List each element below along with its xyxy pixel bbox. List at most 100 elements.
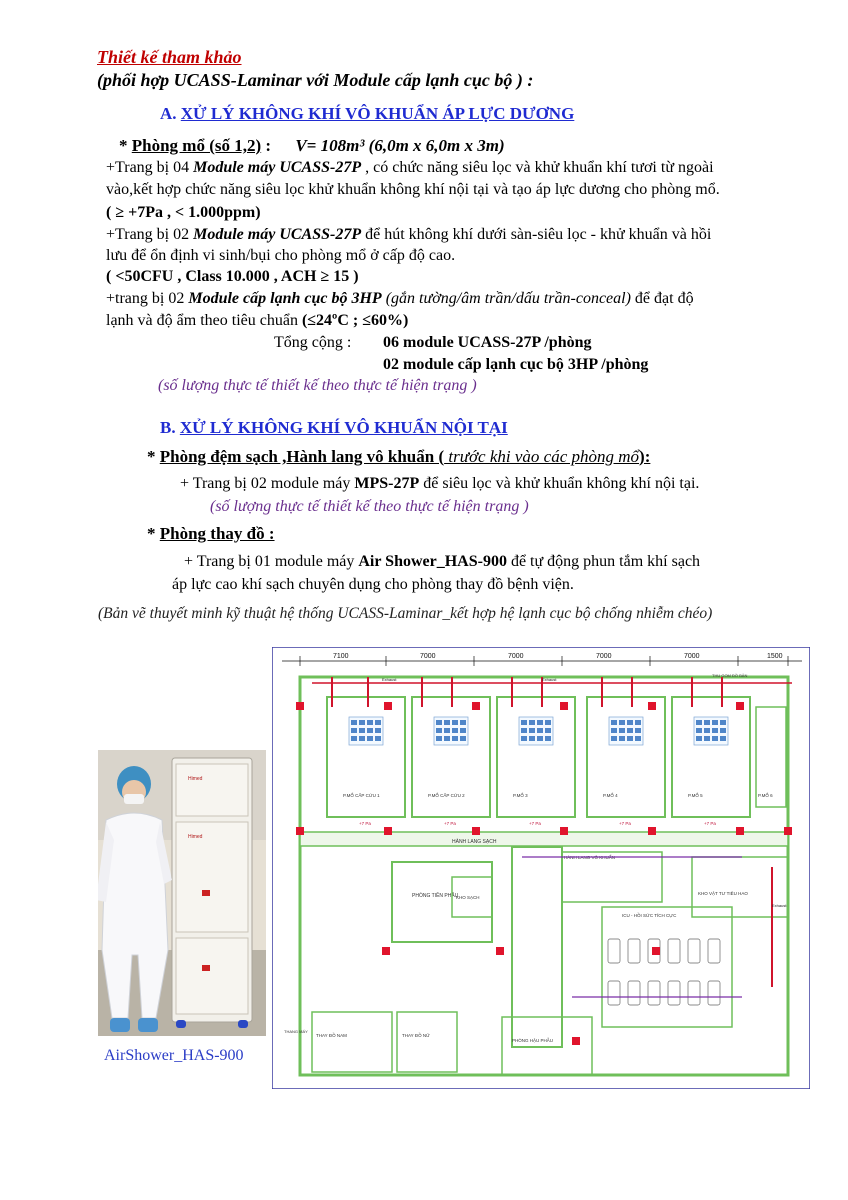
column-marker <box>736 702 744 710</box>
filter-cell <box>521 728 527 733</box>
column-marker <box>784 827 792 835</box>
filter-cell <box>444 736 450 741</box>
room-buffer-line: * Phòng đệm sạch ,Hành lang vô khuẩn ( t… <box>147 447 650 467</box>
icu-bed <box>707 938 721 964</box>
dim-label: 7000 <box>420 653 436 660</box>
filter-cell <box>712 728 718 733</box>
filter-cell <box>529 728 535 733</box>
icu-bed <box>607 980 621 1006</box>
filter-cell <box>627 720 633 725</box>
room-buffer-post: để siêu lọc và khử khuẩn không khí nội t… <box>419 475 700 492</box>
para-3-line-2: lạnh và độ ẩm theo tiêu chuẩn (≤24ºC ; ≤… <box>106 311 408 331</box>
filter-cell <box>444 728 450 733</box>
or-room <box>326 696 406 818</box>
filter-cell <box>720 736 726 741</box>
icu-bed <box>667 938 681 964</box>
filter-cell <box>545 736 551 741</box>
column-marker <box>496 947 504 955</box>
p3-line2-pre: lạnh và độ ẩm theo tiêu chuẩn <box>106 312 302 329</box>
section-a-letter: A. <box>160 104 177 123</box>
filter-cell <box>375 728 381 733</box>
filter-cell <box>529 736 535 741</box>
filter-cell <box>367 736 373 741</box>
column-marker <box>560 702 568 710</box>
dim-label: 7100 <box>333 653 349 660</box>
plan-exhaust-3: Exhaust <box>772 903 787 908</box>
air-shower-photo: Himed Himed <box>98 750 266 1036</box>
filter-cell <box>452 720 458 725</box>
room-change-line: * Phòng thay đồ : <box>147 524 275 544</box>
filter-cell <box>351 728 357 733</box>
filter-cell <box>619 728 625 733</box>
or-room-label: P.MỔ CẤP CỨU 1 <box>343 792 380 798</box>
section-a-heading: A. XỬ LÝ KHÔNG KHÍ VÔ KHUẨN ÁP LỰC DƯƠNG <box>160 104 574 124</box>
plan-label-icu: ICU - HỒI SỨC TÍCH CỰC <box>622 912 677 918</box>
room-buffer-italic: trước khi vào các phòng mổ <box>444 447 640 466</box>
p1-pre: +Trang bị 04 <box>106 159 194 176</box>
para-2-line-2: lưu để ổn định vi sinh/bụi cho phòng mổ … <box>106 247 456 264</box>
filter-cell <box>627 736 633 741</box>
room-or-label: Phòng mổ (số 1,2) <box>131 136 262 155</box>
filter-cell <box>452 736 458 741</box>
column-marker <box>384 702 392 710</box>
icu-bed <box>687 938 701 964</box>
bullet-star: * <box>119 136 132 155</box>
pressure-label: +7 Pa <box>359 821 371 826</box>
filter-cell <box>537 720 543 725</box>
total-line-1: 06 module UCASS-27P /phòng <box>383 334 592 351</box>
section-b-letter: B. <box>160 418 176 437</box>
plan-label-clean-storage: KHO SẠCH <box>456 895 480 900</box>
total-line-2: 02 module cấp lạnh cục bộ 3HP /phòng <box>383 356 649 373</box>
column-marker <box>472 702 480 710</box>
filter-cell <box>635 736 641 741</box>
svg-text:Himed: Himed <box>188 776 203 782</box>
filter-cell <box>635 728 641 733</box>
filter-cell <box>619 736 625 741</box>
filter-cell <box>375 736 381 741</box>
column-marker <box>652 947 660 955</box>
or-room-label: P.MỔ CẤP CỨU 2 <box>428 792 465 798</box>
filter-cell <box>367 728 373 733</box>
filter-cell <box>611 720 617 725</box>
para-2-spec: ( <50CFU , Class 10.000 , ACH ≥ 15 ) <box>106 268 359 285</box>
filter-cell <box>720 720 726 725</box>
dim-label: 1500 <box>767 653 783 660</box>
bullet-star: * <box>147 447 160 466</box>
filter-cell <box>720 728 726 733</box>
section-b-title: XỬ LÝ KHÔNG KHÍ VÔ KHUẨN NỘI TẠI <box>179 418 508 437</box>
p3-italic: (gắn tường/âm trần/dấu trần-conceal) <box>381 290 631 307</box>
icu-bed <box>607 938 621 964</box>
column-marker <box>384 827 392 835</box>
filter-cell <box>351 736 357 741</box>
svg-text:Himed: Himed <box>188 834 203 840</box>
or-room-label: P.MỔ 3 <box>513 792 528 798</box>
room-or-line: * Phòng mổ (số 1,2) : V= 108m³ (6,0m x 6… <box>119 136 505 156</box>
pressure-label: +7 Pa <box>444 821 456 826</box>
plan-label-female-change: THAY ĐỒ NỮ <box>402 1032 430 1038</box>
or-room-label: P.MỔ 5 <box>688 792 703 798</box>
filter-cell <box>359 720 365 725</box>
section-a-note: (số lượng thực tế thiết kế theo thực tế … <box>158 377 477 394</box>
filter-cell <box>521 736 527 741</box>
photo-caption: AirShower_HAS-900 <box>104 1047 244 1064</box>
filter-cell <box>696 736 702 741</box>
filter-cell <box>460 728 466 733</box>
filter-cell <box>436 728 442 733</box>
column-marker <box>572 1037 580 1045</box>
p3-pre: +trang bị 02 <box>106 290 189 307</box>
room-change-label: Phòng thay đồ : <box>159 524 275 543</box>
column-marker <box>648 827 656 835</box>
room-or-colon: : <box>261 136 272 155</box>
column-marker <box>296 702 304 710</box>
plan-exhaust-2: Exhaust <box>542 677 557 682</box>
filter-cell <box>712 720 718 725</box>
para-1-line-1: +Trang bị 04 Module máy UCASS-27P , có c… <box>106 158 714 178</box>
plan-label-postop: PHÒNG HẬU PHẪU <box>512 1037 553 1043</box>
room-buffer-desc: + Trang bị 02 module máy MPS-27P để siêu… <box>180 474 699 494</box>
section-b-note: (số lượng thực tế thiết kế theo thực tế … <box>210 498 529 515</box>
para-1-line-2: vào,kết hợp chức năng siêu lọc khử khuẩn… <box>106 181 720 198</box>
filter-cell <box>545 728 551 733</box>
plan-exhaust-1: Exhaust <box>382 677 397 682</box>
column-marker <box>736 827 744 835</box>
